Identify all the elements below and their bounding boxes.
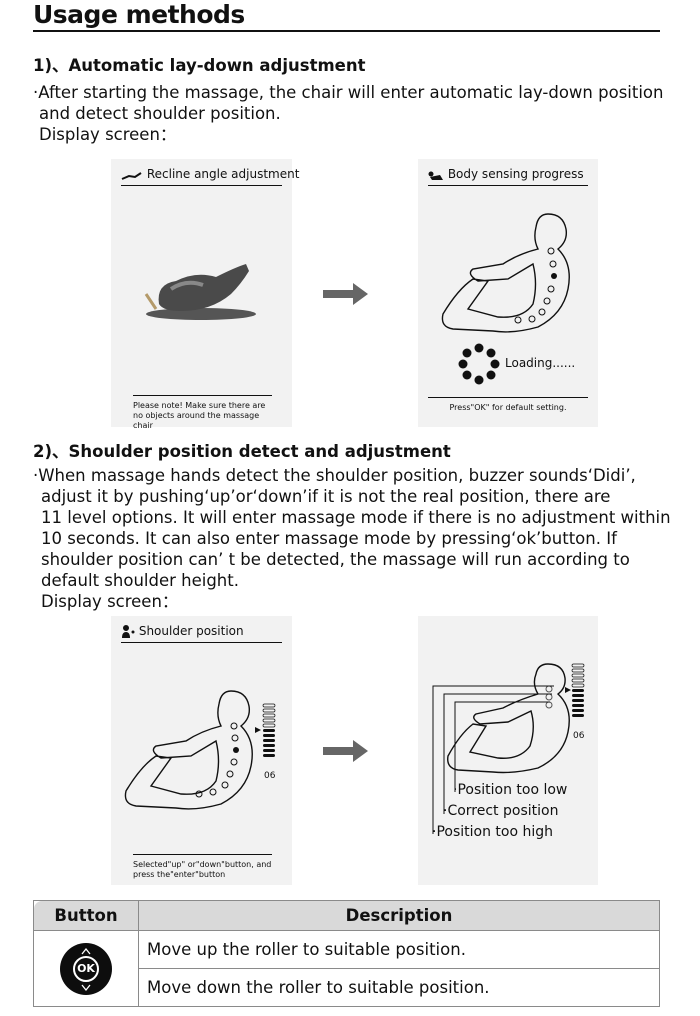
title-divider	[33, 30, 660, 32]
ok-label: OK	[73, 955, 99, 982]
shoulder-diagram-image	[432, 663, 585, 834]
recline-icon	[121, 170, 143, 180]
description-move-down: Move down the roller to suitable positio…	[138, 968, 660, 1007]
arrow-right-icon	[323, 740, 368, 762]
shoulder-detail-screen: 06 ·Position too low ·Correct position ·…	[418, 616, 598, 885]
chevron-up-icon	[81, 947, 91, 954]
level-readout: 06	[264, 771, 276, 781]
body-outline-image	[441, 213, 570, 333]
shoulder-screen: Shoulder position 06 Selected"up" or"dow…	[111, 616, 292, 885]
person-icon	[121, 625, 135, 638]
section2-line: Display screen：	[41, 592, 179, 611]
table-row: OK Move up the roller to suitable positi…	[33, 930, 660, 1007]
level-readout: 06	[573, 731, 585, 741]
body-sensing-footer: Press"OK" for default setting.	[428, 397, 588, 413]
label-position-too-high: ·Position too high	[432, 824, 554, 840]
ok-button-cell: OK	[33, 930, 139, 1007]
section1-line: ·After starting the massage, the chair w…	[33, 83, 664, 102]
page-title: Usage methods	[33, 0, 245, 29]
recline-screen: Recline angle adjustment Please note! Ma…	[111, 159, 299, 430]
chevron-down-icon	[81, 984, 91, 991]
shoulder-screen-title: Shoulder position	[138, 624, 244, 638]
label-position-too-low: ·Position too low	[453, 782, 568, 798]
section2-line: 10 seconds. It can also enter massage mo…	[41, 529, 617, 548]
section1-text: ·After starting the massage, the chair w…	[33, 82, 664, 145]
table-row: Move down the roller to suitable positio…	[34, 968, 660, 1007]
body-sensing-title: Body sensing progress	[447, 167, 584, 181]
body-sensing-header: Body sensing progress	[428, 167, 588, 186]
section2-line: adjust it by pushing‘up’or‘down’if it is…	[41, 487, 611, 506]
section2-line: default shoulder height.	[41, 571, 239, 590]
massage-chair-image	[144, 264, 256, 320]
label-correct-position: ·Correct position	[443, 803, 559, 819]
description-move-up: Move up the roller to suitable position.	[138, 930, 660, 969]
shoulder-screen-header: Shoulder position	[121, 624, 282, 643]
section1-line: and detect shoulder position.	[39, 104, 281, 123]
section2-line: 11 level options. It will enter massage …	[41, 508, 671, 527]
sensing-icon	[428, 170, 444, 180]
loading-spinner-icon	[458, 343, 500, 385]
column-header-button: Button	[33, 900, 139, 931]
section2-heading: 2)、Shoulder position detect and adjustme…	[33, 442, 451, 461]
loading-text: Loading......	[505, 356, 576, 370]
section2-text: ·When massage hands detect the shoulder …	[33, 465, 671, 612]
body-outline-image	[124, 690, 276, 810]
body-sensing-screen: Body sensing progress Loading...... Pres…	[418, 159, 598, 427]
table-header-row: Button Description	[33, 900, 660, 931]
recline-screen-title: Recline angle adjustment	[146, 167, 300, 181]
ok-button[interactable]: OK	[60, 942, 112, 995]
section1-heading: 1)、Automatic lay-down adjustment	[33, 56, 366, 75]
button-description-table: Button Description OK Move up the roller…	[33, 900, 660, 1007]
shoulder-screen-footer: Selected"up" or"down"button, and press t…	[133, 854, 272, 880]
section2-line: shoulder position can’ t be detected, th…	[41, 550, 630, 569]
recline-screen-footer: Please note! Make sure there are no obje…	[133, 395, 272, 431]
section2-line: ·When massage hands detect the shoulder …	[33, 466, 636, 485]
section1-line: Display screen：	[39, 125, 177, 144]
recline-screen-header: Recline angle adjustment	[121, 167, 299, 186]
column-header-description: Description	[138, 900, 660, 931]
arrow-right-icon	[323, 283, 368, 305]
